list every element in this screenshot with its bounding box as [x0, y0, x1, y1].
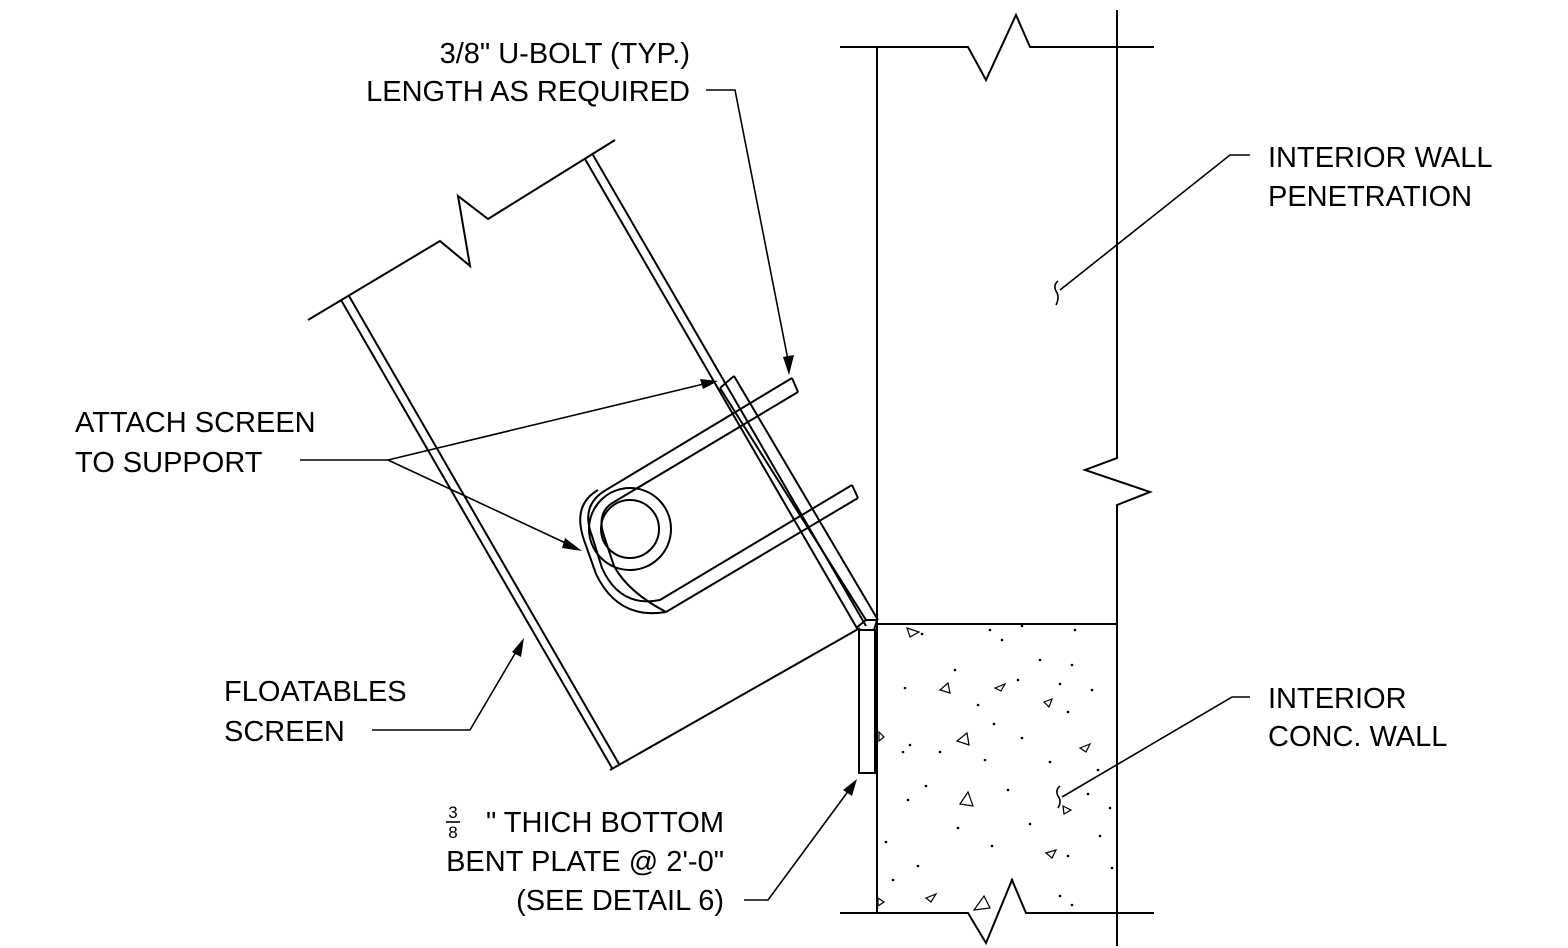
bottom-bent-plate	[855, 619, 878, 774]
wall-penetration-label-line1: INTERIOR WALL	[1268, 142, 1493, 174]
leaders	[300, 89, 1250, 901]
concrete-stipple	[877, 624, 1114, 911]
screen-top-break-line	[307, 139, 616, 321]
penetration-squiggle	[1054, 280, 1059, 306]
plate-fraction-numerator: 3	[448, 803, 457, 822]
u-bolt	[579, 377, 859, 615]
wall-top-break-line	[840, 12, 1154, 83]
floatables-screen	[307, 139, 867, 771]
plate-label-line1-text: " THICH BOTTOM	[486, 807, 724, 839]
attach-label-line2: TO SUPPORT	[75, 447, 263, 479]
plate-label-line3: (SEE DETAIL 6)	[516, 885, 724, 917]
support-angle	[719, 375, 879, 621]
wall-penetration-label-line2: PENETRATION	[1268, 181, 1472, 213]
pipe-outer	[588, 487, 672, 571]
wall-bottom-break-line	[840, 877, 1154, 946]
interior-wall	[840, 10, 1154, 946]
wall-right-face	[1082, 10, 1153, 946]
floatables-label-line1: FLOATABLES	[224, 676, 407, 708]
plate-label-line2: BENT PLATE @ 2'-0"	[446, 846, 724, 878]
plate-label-line1: " THICH BOTTOM	[486, 807, 724, 839]
conc-wall-label-line2: CONC. WALL	[1268, 721, 1447, 753]
conc-wall-label-line1: INTERIOR	[1268, 683, 1407, 715]
attach-label-line1: ATTACH SCREEN	[75, 407, 316, 439]
plate-fraction-denominator: 8	[448, 823, 457, 842]
pipe-inner	[600, 499, 660, 559]
ubolt-label-line2: LENGTH AS REQUIRED	[366, 76, 690, 108]
labels: 3/8" U-BOLT (TYP.) LENGTH AS REQUIRED IN…	[75, 38, 1493, 917]
concrete-squiggle	[1056, 785, 1061, 809]
ubolt-label-line1: 3/8" U-BOLT (TYP.)	[440, 38, 690, 70]
floatables-label-line2: SCREEN	[224, 716, 345, 748]
